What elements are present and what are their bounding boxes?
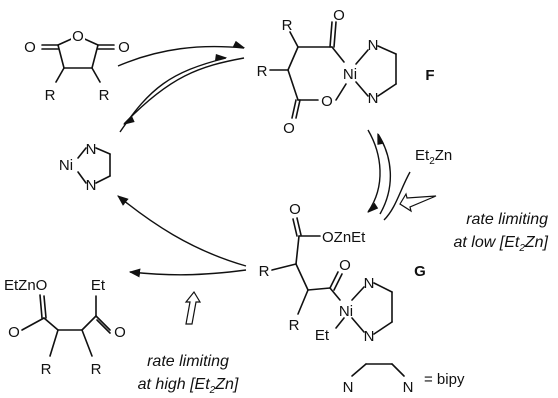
arrow-catalyst-to-anhydride: [119, 54, 228, 133]
keto-ester-product: EtZnO O Et O R R: [4, 277, 126, 378]
product-r-left: R: [41, 361, 52, 378]
f-r-top: R: [282, 17, 293, 34]
product-ethyl: Et: [91, 277, 106, 294]
f-carbonyl-o-bottom: O: [283, 120, 295, 137]
arrow-reductive-elimination: [117, 195, 247, 267]
bipy-legend: N N = bipy: [343, 363, 465, 396]
hollow-arrow-high: [184, 290, 202, 325]
catalyst-ni: Ni: [59, 157, 73, 174]
f-n-top: N: [368, 37, 379, 54]
nickelacycle-F: R R O O O Ni N N F: [257, 7, 435, 137]
ni-bipy-catalyst: N Ni N: [59, 141, 111, 194]
annotation-high-line1: rate limiting: [147, 353, 229, 370]
annotation-rate-limiting-low: rate limiting at low [Et2Zn]: [454, 211, 549, 254]
product-ozinc: EtZnO: [4, 277, 47, 294]
catalyst-n-top: N: [86, 141, 97, 158]
alkylnickel-G: O OZnEt R R O Ni Et N N G: [259, 201, 426, 345]
legend-n-right: N: [403, 379, 414, 396]
legend-equals-bipy: = bipy: [424, 371, 465, 388]
compound-label-G: G: [414, 263, 426, 280]
annotation-low-line2: at low [Et2Zn]: [454, 234, 549, 254]
f-ni: Ni: [343, 66, 357, 83]
g-ester-ozinc: OZnEt: [322, 229, 366, 246]
arrow-transmetalation-reverse: [377, 132, 391, 215]
anhydride-r-left: R: [45, 87, 56, 104]
hollow-arrow-low: [399, 192, 437, 213]
f-ring-oxygen: O: [321, 93, 333, 110]
f-r-left: R: [257, 63, 268, 80]
arrow-product-release: [128, 268, 247, 278]
f-n-bottom: N: [368, 90, 379, 107]
g-ketone-o: O: [339, 257, 351, 274]
g-ester-carbonyl-o: O: [289, 201, 301, 218]
arrow-transmetalation-forward: [367, 129, 381, 214]
legend-n-left: N: [343, 379, 354, 396]
product-ketone-o: O: [114, 324, 126, 341]
annotation-high-line2: at high [Et2Zn]: [138, 376, 239, 396]
arrow-oxidative-addition-forward: [117, 40, 246, 67]
arrow-oxidative-addition-reverse: [123, 57, 245, 125]
anhydride-carbonyl-oxygen-left: O: [24, 39, 36, 56]
anhydride-r-right: R: [99, 87, 110, 104]
succinic-anhydride: O O O R R: [24, 26, 130, 104]
g-n-top: N: [364, 275, 375, 292]
annotation-low-line1: rate limiting: [466, 211, 548, 228]
arrow-et2zn-in: [383, 171, 411, 221]
g-r-top: R: [259, 263, 270, 280]
g-ni-ethyl: Et: [315, 327, 330, 344]
g-ni: Ni: [339, 303, 353, 320]
g-n-bottom: N: [364, 328, 375, 345]
product-r-right: R: [91, 361, 102, 378]
reagent-et2zn: Et2Zn: [415, 147, 452, 167]
reaction-arrows: [117, 40, 437, 325]
catalyst-n-bottom: N: [86, 177, 97, 194]
compound-label-F: F: [425, 67, 434, 84]
annotation-rate-limiting-high: rate limiting at high [Et2Zn]: [138, 353, 239, 396]
g-r-bottom: R: [289, 317, 300, 334]
anhydride-carbonyl-oxygen-right: O: [118, 39, 130, 56]
product-ester-carbonyl-o: O: [8, 324, 20, 341]
anhydride-ring-oxygen: O: [72, 28, 84, 45]
f-carbonyl-o-top: O: [333, 7, 345, 24]
